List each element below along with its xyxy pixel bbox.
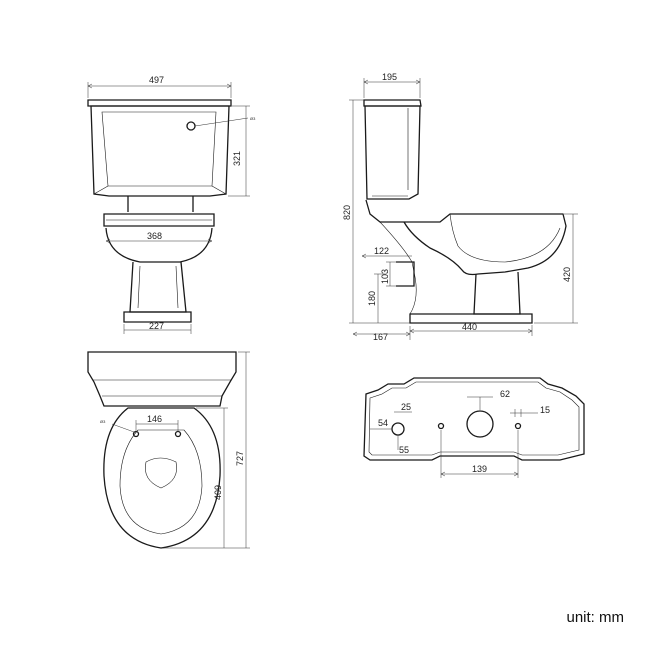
top-bowl-inner <box>119 429 203 535</box>
dim-outlet-height: 180 <box>367 291 377 306</box>
bowl <box>105 227 213 263</box>
cistern-body <box>90 105 230 197</box>
fixing-hole-left <box>437 422 445 430</box>
top-bowl-outer <box>103 407 221 549</box>
dim-bowl-width: 368 <box>147 231 162 241</box>
dim-outlet-diameter: 103 <box>380 269 390 284</box>
section-outer <box>363 377 585 461</box>
side-bowl <box>365 199 567 276</box>
side-cistern-body <box>364 105 421 200</box>
top-water-area <box>145 457 177 489</box>
dim-base-depth: 440 <box>462 322 477 332</box>
dim-hole-62: 62 <box>500 389 510 399</box>
flush-hole <box>466 410 494 438</box>
side-base <box>409 313 533 324</box>
dim-line-497 <box>87 82 232 98</box>
front-view: 497 321 Ø3 368 227 <box>87 75 256 334</box>
dim-outlet-to-wall: 167 <box>373 332 388 342</box>
dim-hole-55: 55 <box>399 445 409 455</box>
fixing-hole-right <box>514 422 522 430</box>
seat-hole-right <box>174 430 182 438</box>
pedestal-base <box>123 311 192 323</box>
flush-button <box>186 121 196 131</box>
button-callout: Ø3 <box>250 116 256 121</box>
dim-line-167 <box>352 326 411 340</box>
dim-seat-height: 420 <box>562 267 572 282</box>
dim-line-122 <box>361 253 412 259</box>
outlet-pipe <box>396 261 415 287</box>
dim-cistern-depth: 195 <box>382 72 397 82</box>
dim-hole-spacing-139: 139 <box>472 464 487 474</box>
top-view: 146 Ø3 727 409 <box>87 351 250 549</box>
dim-hole-54: 54 <box>378 418 388 428</box>
side-pedestal <box>473 271 521 315</box>
dim-overall-height: 820 <box>342 205 352 220</box>
dim-line-146 <box>135 420 179 432</box>
dim-line-139 <box>440 430 519 478</box>
dim-cistern-height: 321 <box>232 151 242 166</box>
dim-line-420 <box>534 213 578 324</box>
section-inner <box>368 381 580 456</box>
dim-line-321 <box>228 105 250 197</box>
button-leader <box>194 117 249 127</box>
side-view: 195 820 122 103 180 420 167 440 <box>342 72 578 342</box>
dim-line-195 <box>363 78 421 98</box>
top-cistern <box>87 351 237 407</box>
dim-line-180 <box>374 273 386 323</box>
dim-line-440 <box>409 325 533 336</box>
drain-hole-left <box>391 422 405 436</box>
dim-hole-25: 25 <box>401 402 411 412</box>
dim-line-727 <box>162 351 250 549</box>
dim-pedestal-width: 227 <box>149 321 164 331</box>
dim-bowl-length: 409 <box>213 485 223 500</box>
dim-line-62 <box>467 396 493 410</box>
dim-line-368 <box>105 238 213 244</box>
dim-seat-hole-spacing: 146 <box>147 414 162 424</box>
bowl-rim <box>103 213 215 227</box>
dim-overall-length: 727 <box>235 451 245 466</box>
hole-callout: Ø3 <box>100 419 106 424</box>
cistern-lid <box>87 99 232 107</box>
dim-hole-15: 15 <box>540 405 550 415</box>
dim-line-409 <box>196 407 228 548</box>
dim-line-820 <box>349 99 410 324</box>
dim-line-15 <box>510 409 538 417</box>
unit-label: unit: mm <box>566 609 624 626</box>
dim-line-227 <box>123 324 192 334</box>
dim-outlet-offset: 122 <box>374 246 389 256</box>
hole-leader <box>111 423 135 433</box>
dim-line-103 <box>386 261 396 287</box>
cistern-section: 62 25 15 54 55 139 <box>363 377 585 478</box>
dim-cistern-width: 497 <box>149 75 164 85</box>
side-cistern-lid <box>363 99 422 107</box>
